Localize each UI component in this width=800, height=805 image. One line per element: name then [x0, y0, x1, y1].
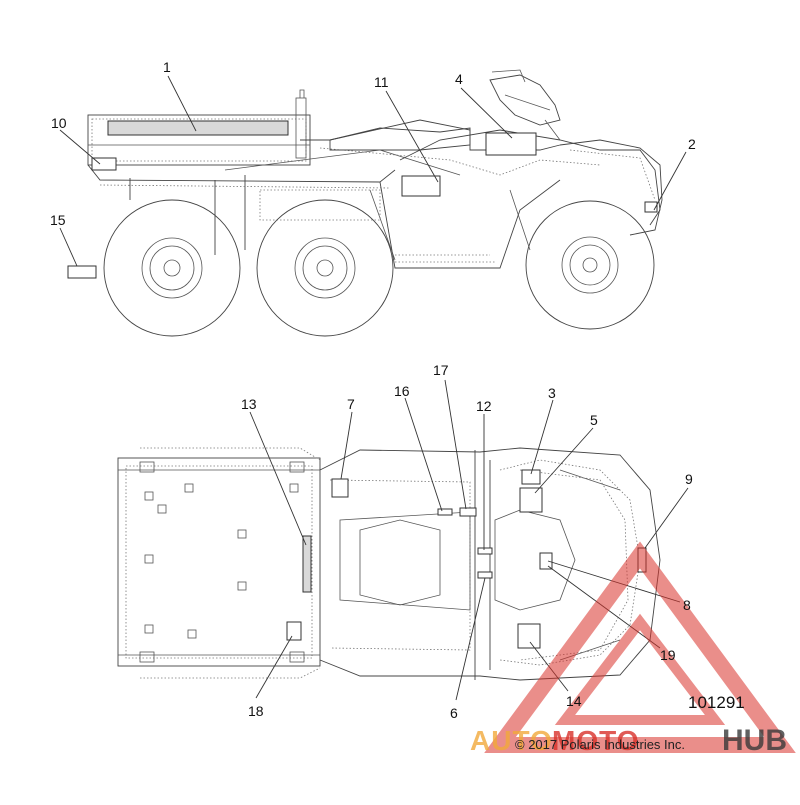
front-wheel [525, 200, 655, 330]
decal-11 [401, 175, 441, 197]
callout-11: 11 [374, 74, 389, 90]
callout-labels: 1 2 3 4 5 6 7 8 9 10 11 12 13 14 15 16 1… [50, 59, 696, 721]
decal-4 [485, 132, 537, 156]
decal-7 [331, 478, 349, 498]
rear-wheel-1 [103, 199, 241, 337]
decal-16 [437, 508, 453, 516]
frame-side [87, 69, 663, 269]
copyright-text: © 2017 Polaris Industries Inc. [515, 737, 685, 752]
decal-6 [477, 571, 493, 579]
rear-wheel-2 [256, 199, 394, 337]
callout-12: 12 [476, 398, 492, 414]
callout-14: 14 [566, 693, 582, 709]
decal-8 [539, 552, 553, 570]
decal-17 [459, 507, 477, 517]
decal-1 [107, 120, 289, 136]
top-view-vehicle [117, 447, 661, 681]
decal-18 [286, 621, 302, 641]
cargo-bed-top [117, 457, 321, 667]
watermark-auto: AUTO [470, 725, 553, 756]
callout-3: 3 [548, 385, 556, 401]
decal-5 [519, 487, 543, 513]
callout-1: 1 [163, 59, 171, 75]
decal-13 [302, 535, 312, 593]
decal-12 [477, 547, 493, 555]
callout-8: 8 [683, 597, 691, 613]
callout-13: 13 [241, 396, 257, 412]
watermark-wordmark: AUTO MOTO HUB [470, 724, 787, 757]
decal-2 [644, 201, 658, 213]
callout-7: 7 [347, 396, 355, 412]
callout-2: 2 [688, 136, 696, 152]
callout-9: 9 [685, 471, 693, 487]
watermark-moto: MOTO [552, 725, 639, 756]
decal-10 [91, 157, 117, 171]
callout-6: 6 [450, 705, 458, 721]
figure-number: 101291 [688, 693, 745, 712]
callout-19: 19 [660, 647, 676, 663]
callout-10: 10 [51, 115, 67, 131]
callout-15: 15 [50, 212, 66, 228]
side-view-vehicle [67, 69, 663, 337]
callout-17: 17 [433, 362, 449, 378]
watermark-hub: HUB [722, 724, 787, 757]
callout-4: 4 [455, 71, 463, 87]
decal-3 [521, 469, 541, 485]
callout-18: 18 [248, 703, 264, 719]
watermark-logo [484, 541, 796, 753]
decal-14 [517, 623, 541, 649]
decal-15 [67, 265, 97, 279]
callout-16: 16 [394, 383, 410, 399]
callout-5: 5 [590, 412, 598, 428]
